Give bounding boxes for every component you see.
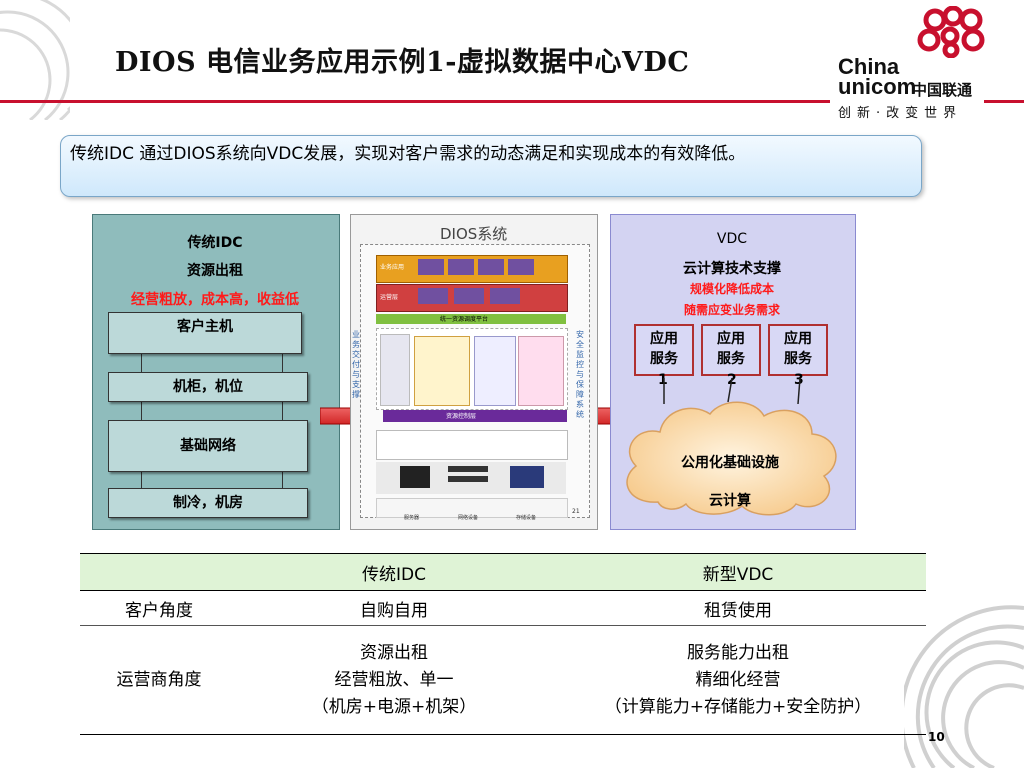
dios-side-label-left: 业务交付与支撑 (352, 330, 360, 399)
callout-text: 传统IDC 通过DIOS系统向VDC发展，实现对客户需求的动态满足和实现成本的有… (70, 144, 746, 164)
table-row-label: 客户角度 (80, 590, 238, 626)
left-panel-title: 传统IDC (187, 235, 243, 251)
dios-bottom-row (376, 498, 568, 518)
logo-unicom-text: unicom (838, 74, 917, 99)
logo-china-text: China (838, 54, 900, 79)
table-header-row: 传统IDC 新型VDC (80, 553, 926, 591)
stack-connector (141, 470, 142, 488)
dios-module (454, 288, 484, 304)
server-icon (400, 466, 430, 488)
dios-cloud-bar (376, 314, 566, 324)
dios-module (508, 259, 534, 275)
network-device-icon (448, 466, 488, 472)
right-panel-title: VDC (716, 231, 748, 247)
table-row: 客户角度 自购自用 租赁使用 (80, 590, 926, 626)
left-panel-subtitle: 资源出租 (187, 263, 243, 279)
service-number: 1 (658, 372, 668, 388)
hw-label: 网络设备 (458, 515, 479, 521)
dios-ops-bar-label: 运营层 (380, 294, 399, 301)
right-panel-subtitle: 云计算技术支撑 (683, 261, 781, 277)
table-header-cell (80, 553, 238, 591)
dios-page-label: 21 (572, 508, 580, 515)
stack-network: 基础网络 (108, 420, 308, 472)
stack-cooling: 制冷，机房 (108, 488, 308, 518)
hw-label: 存储设备 (516, 515, 537, 521)
stack-connector (282, 470, 283, 488)
callout-box (60, 135, 922, 197)
app-service-2: 应用 服务 (701, 324, 761, 376)
table-cell: 自购自用 (238, 590, 550, 626)
stack-connector (141, 352, 142, 372)
stack-connector (282, 400, 283, 420)
dios-core-block (414, 336, 470, 406)
table-header-cell: 新型VDC (550, 553, 926, 591)
dios-control-bar-label: 资源控制层 (446, 413, 477, 420)
hw-label: 服务器 (404, 515, 420, 521)
dios-title: DIOS系统 (440, 225, 508, 243)
right-panel-note-2: 随需应变业务需求 (683, 303, 780, 317)
dios-core-list (380, 334, 410, 406)
page-number: 10 (928, 730, 945, 744)
stack-connector (282, 352, 283, 372)
storage-icon (510, 466, 544, 488)
cloud-infrastructure-label: 公用化基础设施 (681, 455, 779, 471)
dios-side-label-right: 安全监控与保障系统 (576, 330, 584, 419)
network-device-icon (448, 476, 488, 482)
dios-module (490, 288, 520, 304)
stack-rack: 机柜，机位 (108, 372, 308, 402)
table-row-label: 运营商角度 (80, 625, 238, 735)
app-service-3: 应用 服务 (768, 324, 828, 376)
cloud-icon (626, 401, 837, 516)
dios-app-bar-label: 业务应用 (380, 264, 405, 271)
service-connectors (663, 377, 801, 405)
app-service-1: 应用 服务 (634, 324, 694, 376)
dios-module (418, 288, 448, 304)
dios-module (418, 259, 444, 275)
table-header-cell: 传统IDC (238, 553, 550, 591)
stack-connector (141, 400, 142, 420)
logo-chinese-name: 中国联通 (912, 81, 973, 99)
dios-resource-row (376, 430, 568, 460)
slide-title: DIOS 电信业务应用示例1-虚拟数据中心VDC (115, 47, 690, 78)
table-cell: 租赁使用 (550, 590, 926, 626)
table-row: 运营商角度 资源出租 经营粗放、单一 （机房+电源+机架） 服务能力出租 精细化… (80, 625, 926, 735)
title-underline-right (984, 100, 1024, 103)
dios-core-block (474, 336, 516, 406)
table-cell: 资源出租 经营粗放、单一 （机房+电源+机架） (238, 625, 550, 735)
stack-customer-host: 客户主机 (108, 312, 302, 354)
service-number: 3 (794, 372, 804, 388)
comparison-table: 传统IDC 新型VDC 客户角度 自购自用 租赁使用 运营商角度 资源出租 经营… (80, 553, 926, 735)
unicom-knot-logo-icon (917, 6, 985, 58)
dios-control-bar (383, 410, 567, 422)
left-panel-note: 经营粗放，成本高，收益低 (131, 292, 299, 308)
table-cell: 服务能力出租 精细化经营 （计算能力+存储能力+安全防护） (550, 625, 926, 735)
dios-module (448, 259, 474, 275)
logo-slogan: 创新·改变世界 (838, 106, 963, 121)
dios-cloud-bar-label: 统一资源调度平台 (440, 316, 489, 323)
dios-module (478, 259, 504, 275)
dios-core-block (518, 336, 564, 406)
cloud-computing-label: 云计算 (709, 493, 751, 509)
right-panel-note-1: 规模化降低成本 (689, 282, 774, 296)
title-underline (0, 100, 830, 103)
